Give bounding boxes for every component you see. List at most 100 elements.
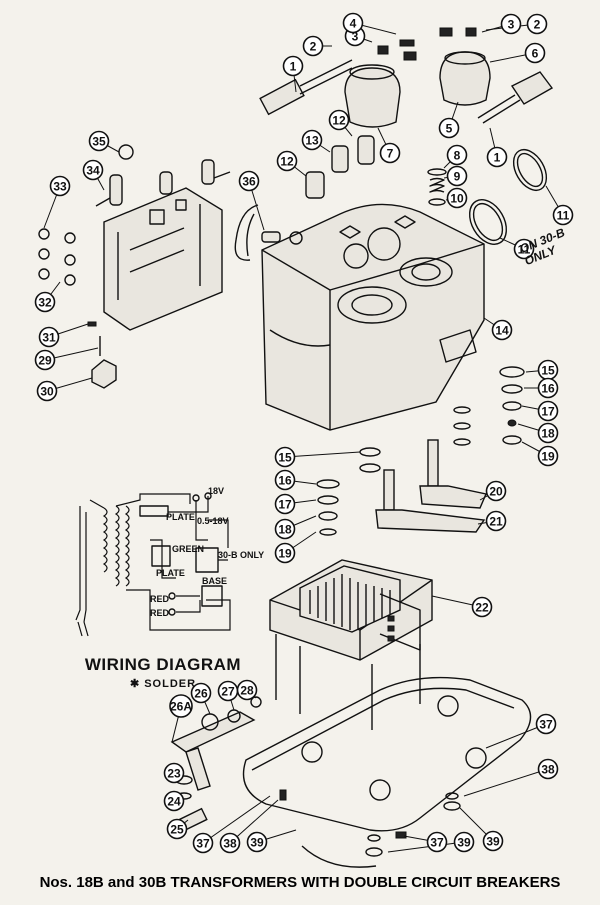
knob-handle-left — [259, 59, 353, 116]
svg-text:14: 14 — [495, 324, 509, 338]
callout-36: 36 — [238, 170, 260, 192]
svg-text:18: 18 — [278, 523, 292, 537]
callout-1: 1 — [486, 146, 508, 168]
svg-text:38: 38 — [541, 763, 555, 777]
callout-23: 23 — [163, 762, 185, 784]
callout-15: 15 — [537, 359, 559, 381]
callout-9: 9 — [446, 165, 468, 187]
label-red-lower: RED — [150, 608, 170, 618]
callout-8: 8 — [446, 144, 468, 166]
svg-text:39: 39 — [457, 836, 471, 850]
lens-rings — [468, 149, 548, 245]
callout-19: 19 — [274, 542, 296, 564]
callout-6: 6 — [524, 42, 546, 64]
svg-text:6: 6 — [532, 47, 539, 61]
callout-12: 12 — [328, 109, 350, 131]
svg-text:32: 32 — [38, 296, 52, 310]
svg-text:29: 29 — [38, 354, 52, 368]
washer-stack-right — [499, 366, 525, 445]
cap-part-6 — [439, 51, 491, 106]
callout-14: 14 — [491, 319, 513, 341]
svg-text:27: 27 — [221, 685, 235, 699]
circuit-panel — [38, 144, 303, 389]
callout-7: 7 — [379, 142, 401, 164]
svg-text:17: 17 — [278, 498, 292, 512]
label-base: BASE — [202, 576, 227, 586]
callout-11: 11 — [513, 238, 535, 260]
leader-lines — [43, 22, 564, 853]
callout-34: 34 — [82, 159, 104, 181]
wiring-diagram-subtitle: ✱ SOLDER — [129, 678, 197, 690]
callout-15: 15 — [274, 446, 296, 468]
svg-text:16: 16 — [541, 382, 555, 396]
callout-26a: 26A — [169, 694, 193, 718]
svg-text:31: 31 — [42, 331, 56, 345]
callout-2: 2 — [302, 35, 324, 57]
svg-text:12: 12 — [332, 114, 346, 128]
callout-28: 28 — [236, 679, 258, 701]
callout-11: 11 — [552, 204, 574, 226]
callout-38: 38 — [219, 832, 241, 854]
svg-text:39: 39 — [486, 835, 500, 849]
callout-19: 19 — [537, 445, 559, 467]
callout-21: 21 — [485, 510, 507, 532]
label-30b-only: 30-B ONLY — [218, 550, 264, 560]
svg-text:13: 13 — [305, 134, 319, 148]
callout-32: 32 — [34, 291, 56, 313]
svg-text:2: 2 — [310, 40, 317, 54]
callout-10: 10 — [446, 187, 468, 209]
leader-line — [202, 795, 271, 844]
transformer-core — [269, 559, 433, 730]
washer-stack-center — [316, 406, 471, 536]
svg-text:17: 17 — [541, 405, 555, 419]
svg-text:26: 26 — [194, 687, 208, 701]
callout-30: 30 — [36, 380, 58, 402]
spring-parts — [427, 168, 447, 206]
label-05-18v: 0.5-18V — [197, 516, 229, 526]
leader-line — [463, 768, 549, 797]
callout-27: 27 — [217, 680, 239, 702]
svg-text:5: 5 — [446, 122, 453, 136]
wiring-diagram-title: WIRING DIAGRAM — [84, 655, 242, 674]
callout-39: 39 — [453, 831, 475, 853]
callout-2: 2 — [526, 13, 548, 35]
svg-text:38: 38 — [223, 837, 237, 851]
svg-text:34: 34 — [86, 164, 100, 178]
svg-text:15: 15 — [278, 451, 292, 465]
svg-text:25: 25 — [170, 823, 184, 837]
leader-line — [284, 451, 361, 458]
label-plate-upper: PLATE — [166, 512, 195, 522]
callout-39: 39 — [246, 831, 268, 853]
shaft-parts — [375, 439, 487, 533]
svg-text:7: 7 — [387, 147, 394, 161]
callout-26: 26 — [190, 682, 212, 704]
callout-37: 37 — [535, 713, 557, 735]
callout-20: 20 — [485, 480, 507, 502]
svg-text:3: 3 — [508, 18, 515, 32]
wiring-schematic: 18V 0.5-18V PLATE PLATE GREEN 30-B ONLY … — [75, 486, 264, 637]
callout-22: 22 — [471, 596, 493, 618]
svg-text:37: 37 — [539, 718, 553, 732]
svg-text:15: 15 — [541, 364, 555, 378]
callout-12: 12 — [276, 150, 298, 172]
svg-text:30: 30 — [40, 385, 54, 399]
svg-text:12: 12 — [280, 155, 294, 169]
callout-35: 35 — [88, 130, 110, 152]
svg-text:39: 39 — [250, 836, 264, 850]
clips-upper — [377, 27, 477, 61]
callout-33: 33 — [49, 175, 71, 197]
svg-text:23: 23 — [167, 767, 181, 781]
svg-text:26A: 26A — [170, 700, 192, 714]
svg-text:11: 11 — [518, 243, 531, 257]
svg-text:16: 16 — [278, 474, 292, 488]
callout-18: 18 — [537, 422, 559, 444]
svg-text:10: 10 — [450, 192, 464, 206]
callout-37: 37 — [192, 832, 214, 854]
callout-16: 16 — [274, 469, 296, 491]
bulb-parts — [305, 135, 375, 199]
leader-line — [485, 723, 547, 749]
callout-39: 39 — [482, 830, 504, 852]
svg-text:1: 1 — [290, 60, 297, 74]
